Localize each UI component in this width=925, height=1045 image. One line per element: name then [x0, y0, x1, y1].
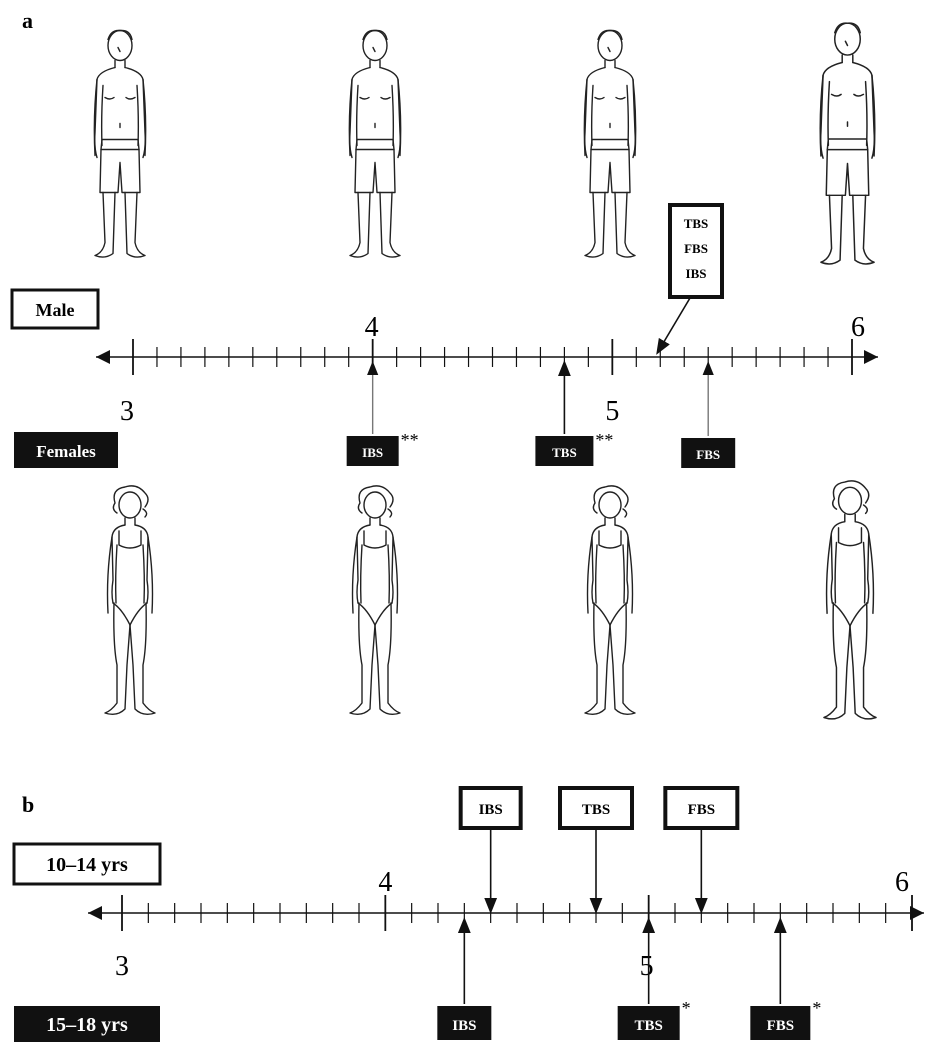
scale-b: 3 4 5 6: [88, 867, 924, 982]
females-label-box: Females: [14, 432, 118, 468]
male-marker: TBS FBS IBS: [660, 205, 722, 348]
scale-a-right-arrowhead: [864, 350, 878, 364]
bottom-tbs-label: TBS: [634, 1018, 662, 1034]
bottom-marker-fbs: FBS *: [750, 925, 821, 1040]
top-tbs-label: TBS: [582, 802, 610, 818]
females-label: Females: [36, 442, 96, 461]
bottom-fbs-significance: *: [812, 998, 821, 1018]
female-fbs-label: FBS: [696, 447, 720, 462]
panel-b-label: b: [22, 792, 34, 817]
male-figure-1: [94, 30, 145, 257]
female-tbs-label: TBS: [552, 445, 577, 460]
panel-a-label: a: [22, 8, 33, 33]
female-ibs-significance: **: [401, 430, 419, 450]
male-marker-label-3: IBS: [686, 266, 707, 281]
scale-b-left-arrowhead: [88, 906, 102, 920]
female-tbs-significance: **: [595, 430, 613, 450]
male-label: Male: [36, 300, 75, 320]
top-marker-fbs: FBS: [665, 788, 737, 906]
male-marker-label-2: FBS: [684, 241, 708, 256]
bottom-marker-tbs: TBS *: [618, 925, 691, 1040]
bottom-tbs-significance: *: [682, 998, 691, 1018]
scale-b-major-label-3: 3: [115, 951, 129, 982]
top-marker-ibs: IBS: [461, 788, 521, 906]
scale-a-major-label-4: 4: [365, 312, 379, 343]
scale-a-major-label-3: 3: [120, 396, 134, 427]
group-bottom-label: 15–18 yrs: [46, 1014, 128, 1036]
bottom-fbs-label: FBS: [767, 1018, 795, 1034]
group-top-label: 10–14 yrs: [46, 854, 128, 876]
female-figures: [105, 481, 876, 719]
scale-b-major-label-6: 6: [895, 867, 909, 898]
scale-a-major-label-6: 6: [851, 312, 865, 343]
group-top-label-box: 10–14 yrs: [14, 844, 160, 884]
female-figure-3: [585, 486, 635, 714]
male-label-box: Male: [12, 290, 98, 328]
male-marker-arrow: [660, 298, 690, 348]
top-markers: IBS TBS FBS: [461, 788, 738, 906]
group-bottom-label-box: 15–18 yrs: [14, 1006, 160, 1042]
female-ibs-label: IBS: [362, 445, 383, 460]
bottom-ibs-label: IBS: [452, 1018, 476, 1034]
female-markers: IBS ** TBS ** FBS: [347, 368, 736, 468]
scale-b-major-label-4: 4: [378, 867, 392, 898]
bottom-markers: IBS TBS * FBS *: [437, 925, 821, 1040]
female-figure-1: [105, 486, 155, 714]
bottom-marker-ibs: IBS: [437, 925, 491, 1040]
top-fbs-label: FBS: [688, 802, 716, 818]
female-figure-4: [824, 481, 876, 719]
scale-a-left-arrowhead: [96, 350, 110, 364]
scale-a-major-label-5: 5: [605, 396, 619, 427]
top-marker-tbs: TBS: [560, 788, 632, 906]
scale-b-major-label-5: 5: [640, 951, 654, 982]
male-figure-4: [820, 23, 875, 264]
male-figure-2: [349, 30, 400, 257]
top-ibs-label: IBS: [479, 802, 503, 818]
male-marker-label-1: TBS: [684, 216, 709, 231]
female-figure-2: [350, 486, 400, 714]
female-marker-fbs: FBS: [681, 368, 735, 468]
male-figures: [94, 23, 874, 264]
scale-a: 3 4 5 6: [96, 312, 878, 427]
male-figure-3: [584, 30, 635, 257]
female-marker-ibs: IBS **: [347, 368, 419, 466]
female-marker-tbs: TBS **: [535, 368, 613, 466]
